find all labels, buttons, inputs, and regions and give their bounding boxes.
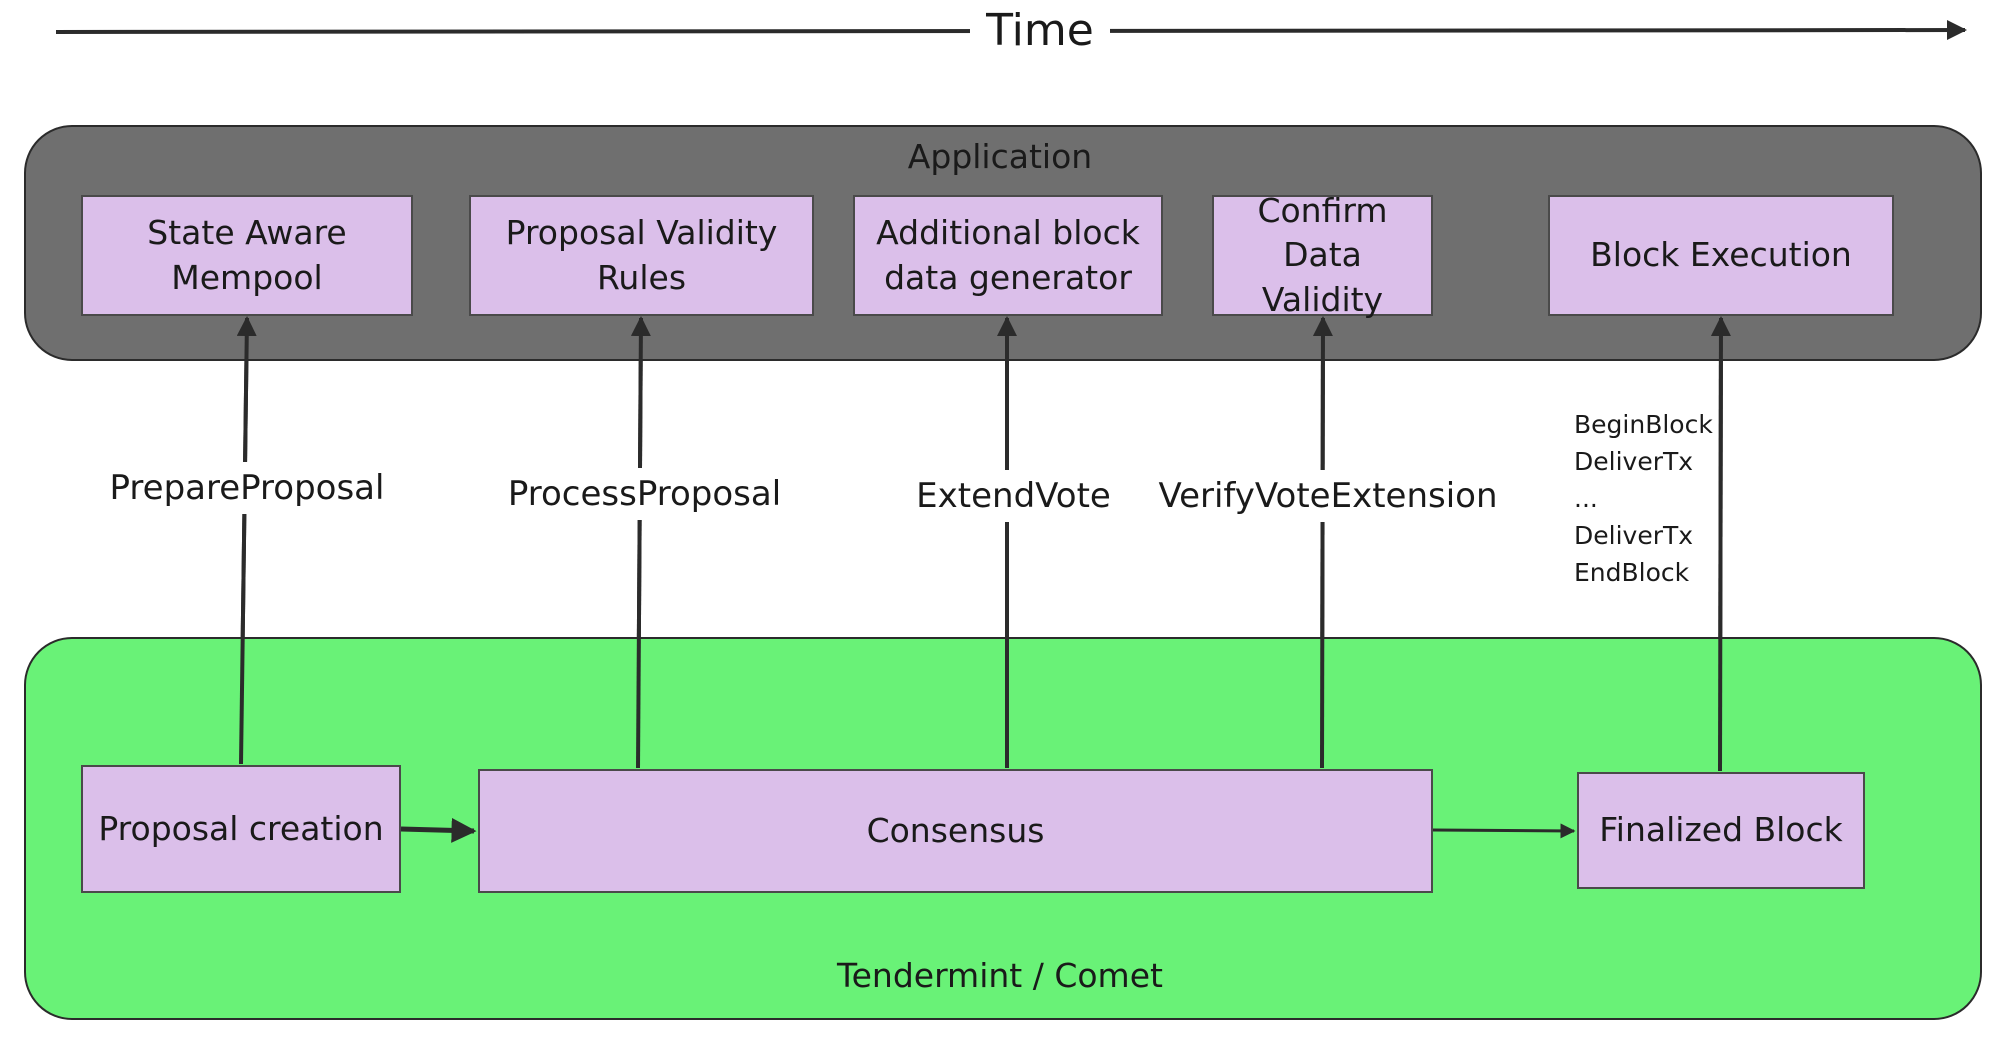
box-label: State Aware Mempool (147, 212, 347, 297)
box-confirm-data-validity: Confirm Data Validity (1212, 191, 1433, 319)
label-extend-vote-top: ExtendVote (905, 470, 1122, 522)
box-finalized-block: Finalized Block (1577, 772, 1865, 889)
finalize-call-item: DeliverTx (1574, 521, 1694, 550)
box-proposal-creation: Proposal creation (81, 765, 401, 893)
label-prepare-proposal-top: PrepareProposal (96, 462, 398, 514)
box-label: Block Execution (1590, 235, 1852, 275)
finalize-call-item: DeliverTx (1574, 447, 1694, 476)
box-block-execution: Block Execution (1548, 195, 1894, 316)
label-verify-vote-extension-top: VerifyVoteExtension (1152, 470, 1504, 522)
box-proposal-validity-rules: Proposal Validity Rules (469, 195, 814, 316)
box-label: Finalized Block (1599, 810, 1843, 850)
finalize-call-item: EndBlock (1574, 558, 1690, 587)
box-label: Proposal creation (98, 808, 384, 848)
time-axis-label: Time (970, 0, 1110, 60)
box-label: Consensus (866, 810, 1045, 850)
box-additional-block-data-generator: Additional block data generator (853, 195, 1163, 316)
finalize-call-item: ... (1574, 484, 1598, 513)
box-label: Additional block data generator (876, 212, 1140, 297)
application-layer-title: Application (907, 136, 1093, 176)
box-state-aware-mempool: State Aware Mempool (81, 195, 413, 316)
box-label: Proposal Validity Rules (505, 212, 778, 297)
box-label: Confirm Data Validity (1257, 190, 1388, 319)
label-process-proposal-top: ProcessProposal (496, 468, 793, 520)
finalize-calls-list: BeginBlock DeliverTx ... DeliverTx EndBl… (1574, 406, 1734, 591)
tendermint-comet-layer-title: Tendermint / Comet (837, 955, 1163, 995)
finalize-call-item: BeginBlock (1574, 410, 1713, 439)
box-consensus: Consensus (478, 769, 1433, 893)
